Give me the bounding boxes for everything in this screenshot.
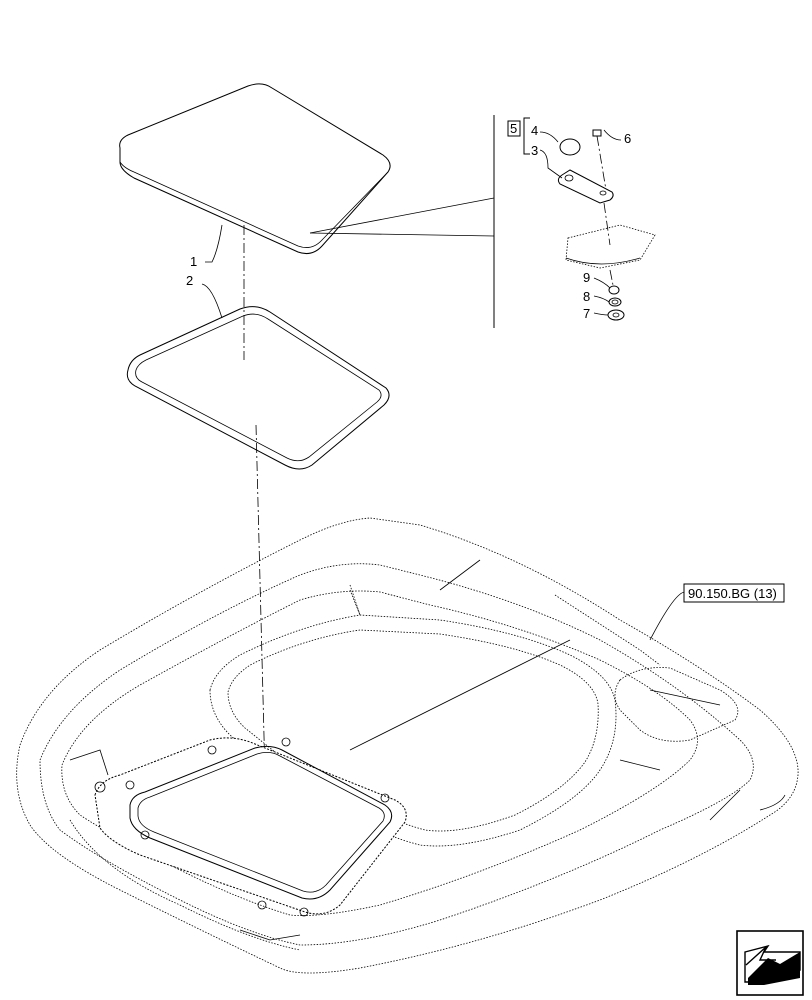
- callout-9: 9: [583, 270, 590, 285]
- hatch-panel: [119, 83, 391, 254]
- center-line-lower: [255, 424, 266, 776]
- callout-3: 3: [531, 143, 538, 158]
- callout-7: 7: [583, 306, 590, 321]
- callout-4: 4: [531, 123, 538, 138]
- group-box-5: [507, 120, 521, 137]
- callout-5: 5: [510, 121, 517, 136]
- callout-1: 1: [190, 254, 197, 269]
- callout-2: 2: [186, 273, 193, 288]
- callout-8: 8: [583, 289, 590, 304]
- arrow-nav-icon[interactable]: [736, 930, 804, 996]
- hatch-seal: [126, 306, 390, 470]
- reference-label[interactable]: 90.150.BG (13): [688, 586, 777, 601]
- callout-6: 6: [624, 131, 631, 146]
- inset-detail: [309, 115, 656, 328]
- reference-link[interactable]: 90.150.BG (13): [683, 583, 785, 603]
- cab-roof: [16, 517, 799, 974]
- leader-2: [201, 283, 223, 319]
- leader-1: [205, 224, 223, 263]
- leader-reference: [649, 591, 686, 641]
